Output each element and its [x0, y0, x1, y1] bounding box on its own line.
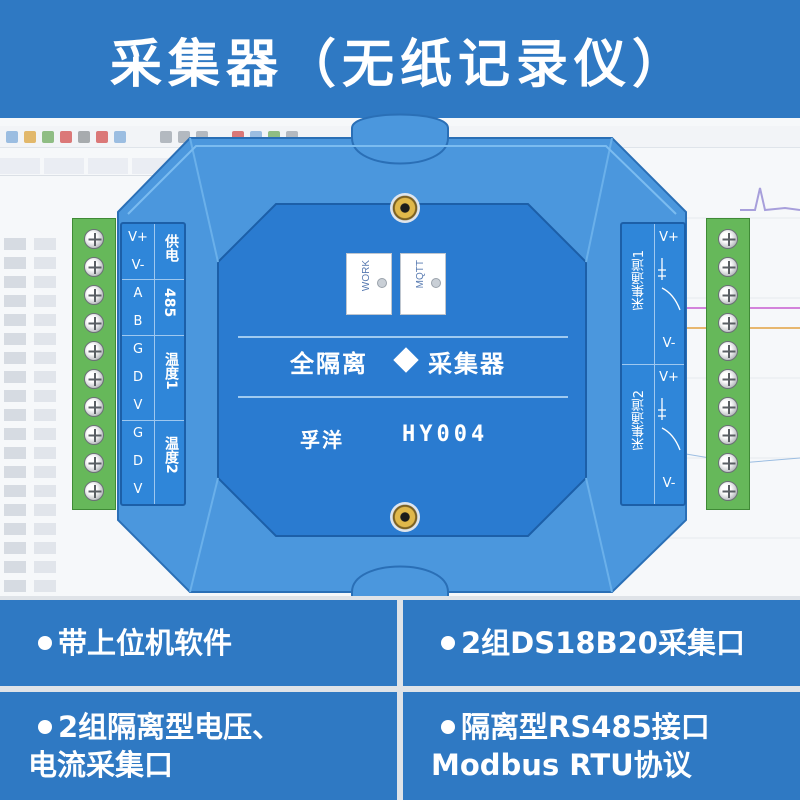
- pin-label: V: [133, 482, 143, 497]
- terminal-screw: [84, 313, 104, 333]
- terminal-screw: [718, 285, 738, 305]
- terminal-screw: [84, 229, 104, 249]
- bullet-dot: [441, 636, 455, 650]
- pin-label: V: [133, 398, 143, 413]
- pin-label: V+: [128, 230, 148, 245]
- page-title: 采集器（无纸记录仪）: [109, 34, 690, 95]
- feature-text: Modbus RTU协议: [431, 748, 692, 782]
- pin-label: G: [132, 342, 144, 357]
- terminal-screw: [84, 257, 104, 277]
- pin-label: V-: [662, 336, 676, 351]
- terminal-screw: [718, 425, 738, 445]
- pin-label: V-: [131, 258, 145, 273]
- face-divider-top: [238, 336, 568, 338]
- terminal-screw: [718, 313, 738, 333]
- pin-label: G: [132, 426, 144, 441]
- channel-label-2: 采集通道2: [632, 390, 647, 451]
- group-label-485: 485: [161, 288, 177, 318]
- led-label: WORK: [361, 260, 372, 292]
- terminal-screw: [84, 481, 104, 501]
- pin-label: V+: [659, 230, 679, 245]
- device-title-left: 全隔离: [290, 350, 368, 378]
- pin-label: D: [132, 454, 143, 469]
- channel-label-1: 采集通道1: [632, 250, 647, 311]
- pin-label: A: [133, 286, 143, 301]
- pin-label: B: [133, 314, 143, 329]
- terminal-screw: [718, 453, 738, 473]
- bullet-dot: [38, 636, 52, 650]
- feature-voltage-current: 2组隔离型电压、 电流采集口: [0, 692, 397, 800]
- led-label: MQTT: [415, 260, 426, 289]
- group-label-temp1: 温度1: [163, 352, 179, 390]
- feature-text: 电流采集口: [28, 748, 174, 782]
- pin-label: V+: [659, 370, 679, 385]
- led-work-indicator: WORK: [346, 253, 392, 315]
- pin-label: V-: [662, 476, 676, 491]
- terminal-screw: [718, 341, 738, 361]
- feature-rs485: 隔离型RS485接口 Modbus RTU协议: [403, 692, 800, 800]
- terminal-screw: [84, 453, 104, 473]
- terminal-screw: [84, 341, 104, 361]
- group-label-power: 供电: [163, 234, 179, 262]
- feature-ds18b20: 2组DS18B20采集口: [403, 600, 800, 686]
- pin-label: D: [132, 370, 143, 385]
- model-number: HY004: [402, 422, 489, 447]
- sensor-wiring-symbols: [658, 258, 681, 451]
- mounting-hole: [390, 502, 420, 532]
- led-mqtt-indicator: MQTT: [400, 253, 446, 315]
- feature-text: 带上位机软件: [58, 626, 233, 660]
- terminal-screw: [718, 257, 738, 277]
- mounting-hole: [390, 193, 420, 223]
- led-light: [377, 278, 387, 288]
- feature-text: 2组隔离型电压、: [58, 710, 282, 744]
- left-pin-label-panel: V+ V- A B G D V G D V 供电 485 温度1 温度2: [120, 222, 186, 506]
- group-label-temp2: 温度2: [163, 436, 179, 474]
- right-pin-label-panel: 采集通道1 采集通道2 V+ V- V+ V-: [620, 222, 686, 506]
- terminal-screw: [84, 285, 104, 305]
- terminal-screw: [718, 481, 738, 501]
- right-terminal-block: [706, 218, 750, 510]
- terminal-screw: [718, 397, 738, 417]
- face-divider-bottom: [238, 396, 568, 398]
- led-light: [431, 278, 441, 288]
- terminal-screw: [84, 425, 104, 445]
- feature-text: 2组DS18B20采集口: [461, 626, 745, 660]
- feature-software: 带上位机软件: [0, 600, 397, 686]
- header-banner: 采集器（无纸记录仪）: [0, 0, 800, 118]
- terminal-screw: [84, 369, 104, 389]
- bullet-dot: [441, 720, 455, 734]
- terminal-screw: [718, 369, 738, 389]
- terminal-screw: [84, 397, 104, 417]
- feature-text: 隔离型RS485接口: [461, 710, 710, 744]
- feature-grid: 带上位机软件 2组DS18B20采集口 2组隔离型电压、 电流采集口 隔离型RS…: [0, 596, 800, 800]
- brand-name: 孚洋: [300, 428, 344, 452]
- bullet-dot: [38, 720, 52, 734]
- left-terminal-block: [72, 218, 116, 510]
- terminal-screw: [718, 229, 738, 249]
- device-title-right: 采集器: [428, 350, 506, 378]
